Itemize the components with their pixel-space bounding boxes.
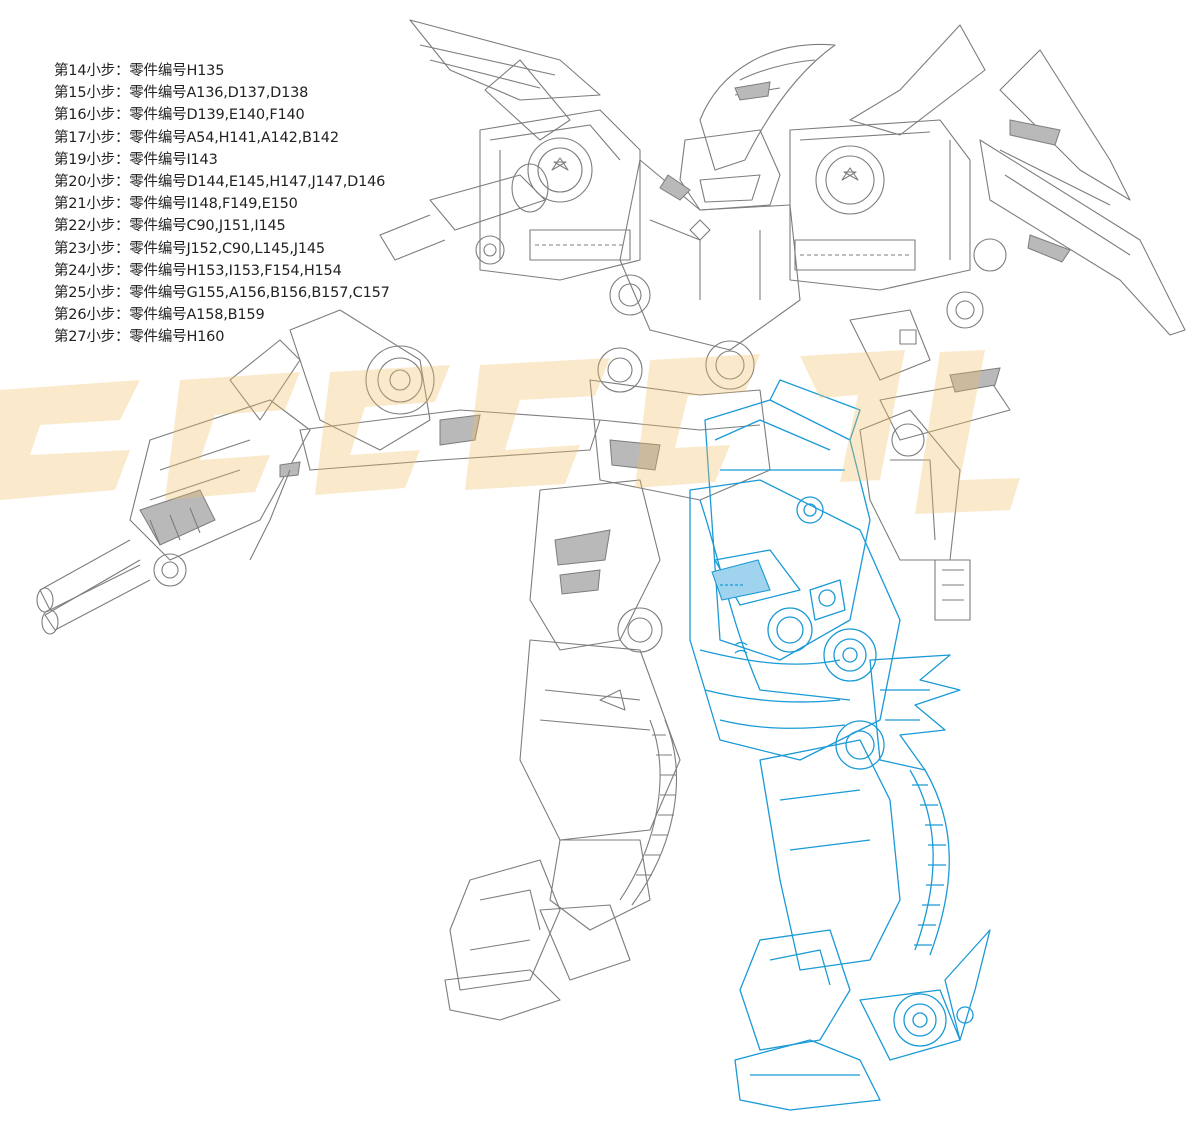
step-item: 第20小步：零件编号D144,E145,H147,J147,D146 — [54, 174, 386, 191]
robot-upper-body — [379, 19, 1186, 621]
robot-weapon-arm — [36, 309, 601, 635]
robot-right-leg-highlight — [689, 379, 991, 1111]
step-item: 第16小步：零件编号D139,E140,F140 — [54, 107, 305, 124]
step-item: 第24小步：零件编号H153,I153,F154,H154 — [54, 262, 342, 279]
step-item: 第27小步：零件编号H160 — [54, 329, 225, 346]
step-item: 第23小步：零件编号J152,C90,L145,J145 — [54, 240, 325, 257]
step-item: 第26小步：零件编号A158,B159 — [54, 307, 265, 324]
robot-left-leg — [444, 479, 681, 1021]
step-list: 第14小步：零件编号H135 第15小步：零件编号A136,D137,D138 … — [54, 60, 390, 349]
step-item: 第17小步：零件编号A54,H141,A142,B142 — [54, 129, 339, 146]
step-item: 第22小步：零件编号C90,J151,I145 — [54, 218, 286, 235]
step-item: 第19小步：零件编号I143 — [54, 151, 218, 168]
step-item: 第21小步：零件编号I148,F149,E150 — [54, 196, 298, 213]
step-item: 第14小步：零件编号H135 — [54, 63, 225, 79]
step-item: 第15小步：零件编号A136,D137,D138 — [54, 85, 309, 102]
watermark — [0, 350, 1020, 514]
step-item: 第25小步：零件编号G155,A156,B156,B157,C157 — [54, 285, 390, 302]
